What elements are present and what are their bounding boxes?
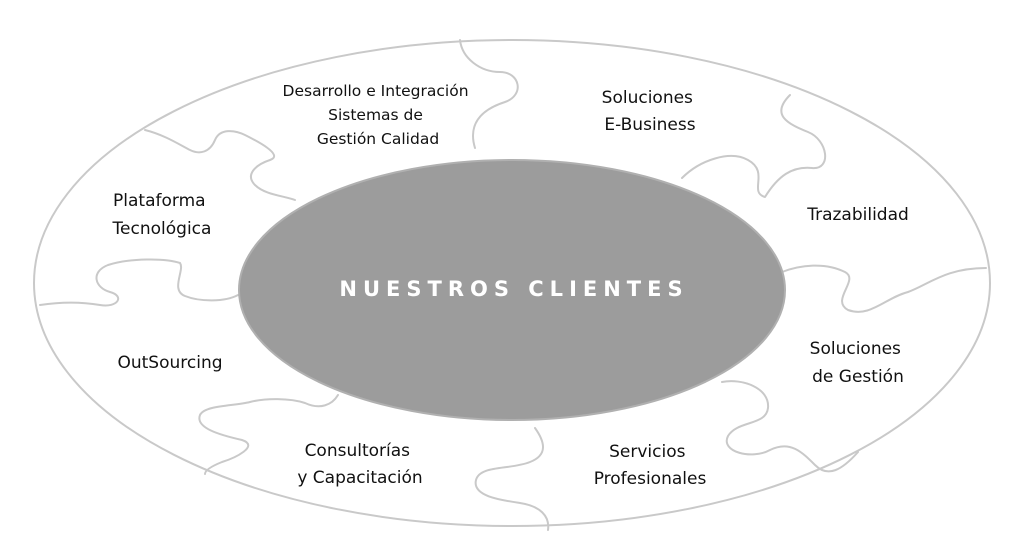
segment-soluciones-gestion: Soluciones de Gestión	[810, 339, 907, 387]
segment-line: Sistemas de	[328, 106, 423, 124]
segment-trazabilidad: Trazabilidad	[806, 205, 909, 225]
segment-line: de Gestión	[812, 367, 904, 387]
segment-plataforma-tecnologica: Plataforma Tecnológica	[112, 191, 212, 239]
segment-desarrollo-integracion: Desarrollo e Integración Sistemas de Ges…	[283, 82, 474, 148]
segment-line: Soluciones	[602, 88, 693, 108]
divider-bottom-right	[721, 380, 859, 473]
segment-line: Tecnológica	[112, 219, 212, 239]
segment-line: Soluciones	[810, 339, 901, 359]
segment-line: OutSourcing	[117, 353, 222, 373]
segment-line: E-Business	[604, 115, 695, 135]
segment-consultorias-capacitacion: Consultorías y Capacitación	[297, 441, 422, 488]
divider-top-left	[144, 129, 296, 201]
center-ellipse	[238, 159, 786, 421]
divider-left	[39, 258, 239, 307]
segment-line: Gestión Calidad	[317, 130, 439, 148]
divider-right	[781, 264, 987, 313]
segment-labels: Desarrollo e Integración Sistemas de Ges…	[112, 82, 909, 489]
segment-outsourcing: OutSourcing	[117, 353, 222, 373]
center-label: NUESTROS CLIENTES	[339, 277, 688, 301]
segment-line: Profesionales	[594, 469, 707, 489]
segment-line: Desarrollo e Integración	[283, 82, 469, 100]
segment-line: Servicios	[609, 442, 685, 462]
segment-soluciones-ebusiness: Soluciones E-Business	[602, 88, 699, 135]
divider-top-right	[681, 94, 827, 198]
segment-line: y Capacitación	[297, 468, 422, 488]
divider-bottom-left	[198, 394, 339, 475]
divider-top	[459, 39, 519, 149]
segment-servicios-profesionales: Servicios Profesionales	[594, 442, 707, 489]
segment-line: Plataforma	[113, 191, 206, 211]
divider-bottom	[474, 427, 550, 531]
segment-line: Trazabilidad	[806, 205, 909, 225]
puzzle-dividers	[39, 39, 987, 531]
segment-line: Consultorías	[305, 441, 411, 461]
